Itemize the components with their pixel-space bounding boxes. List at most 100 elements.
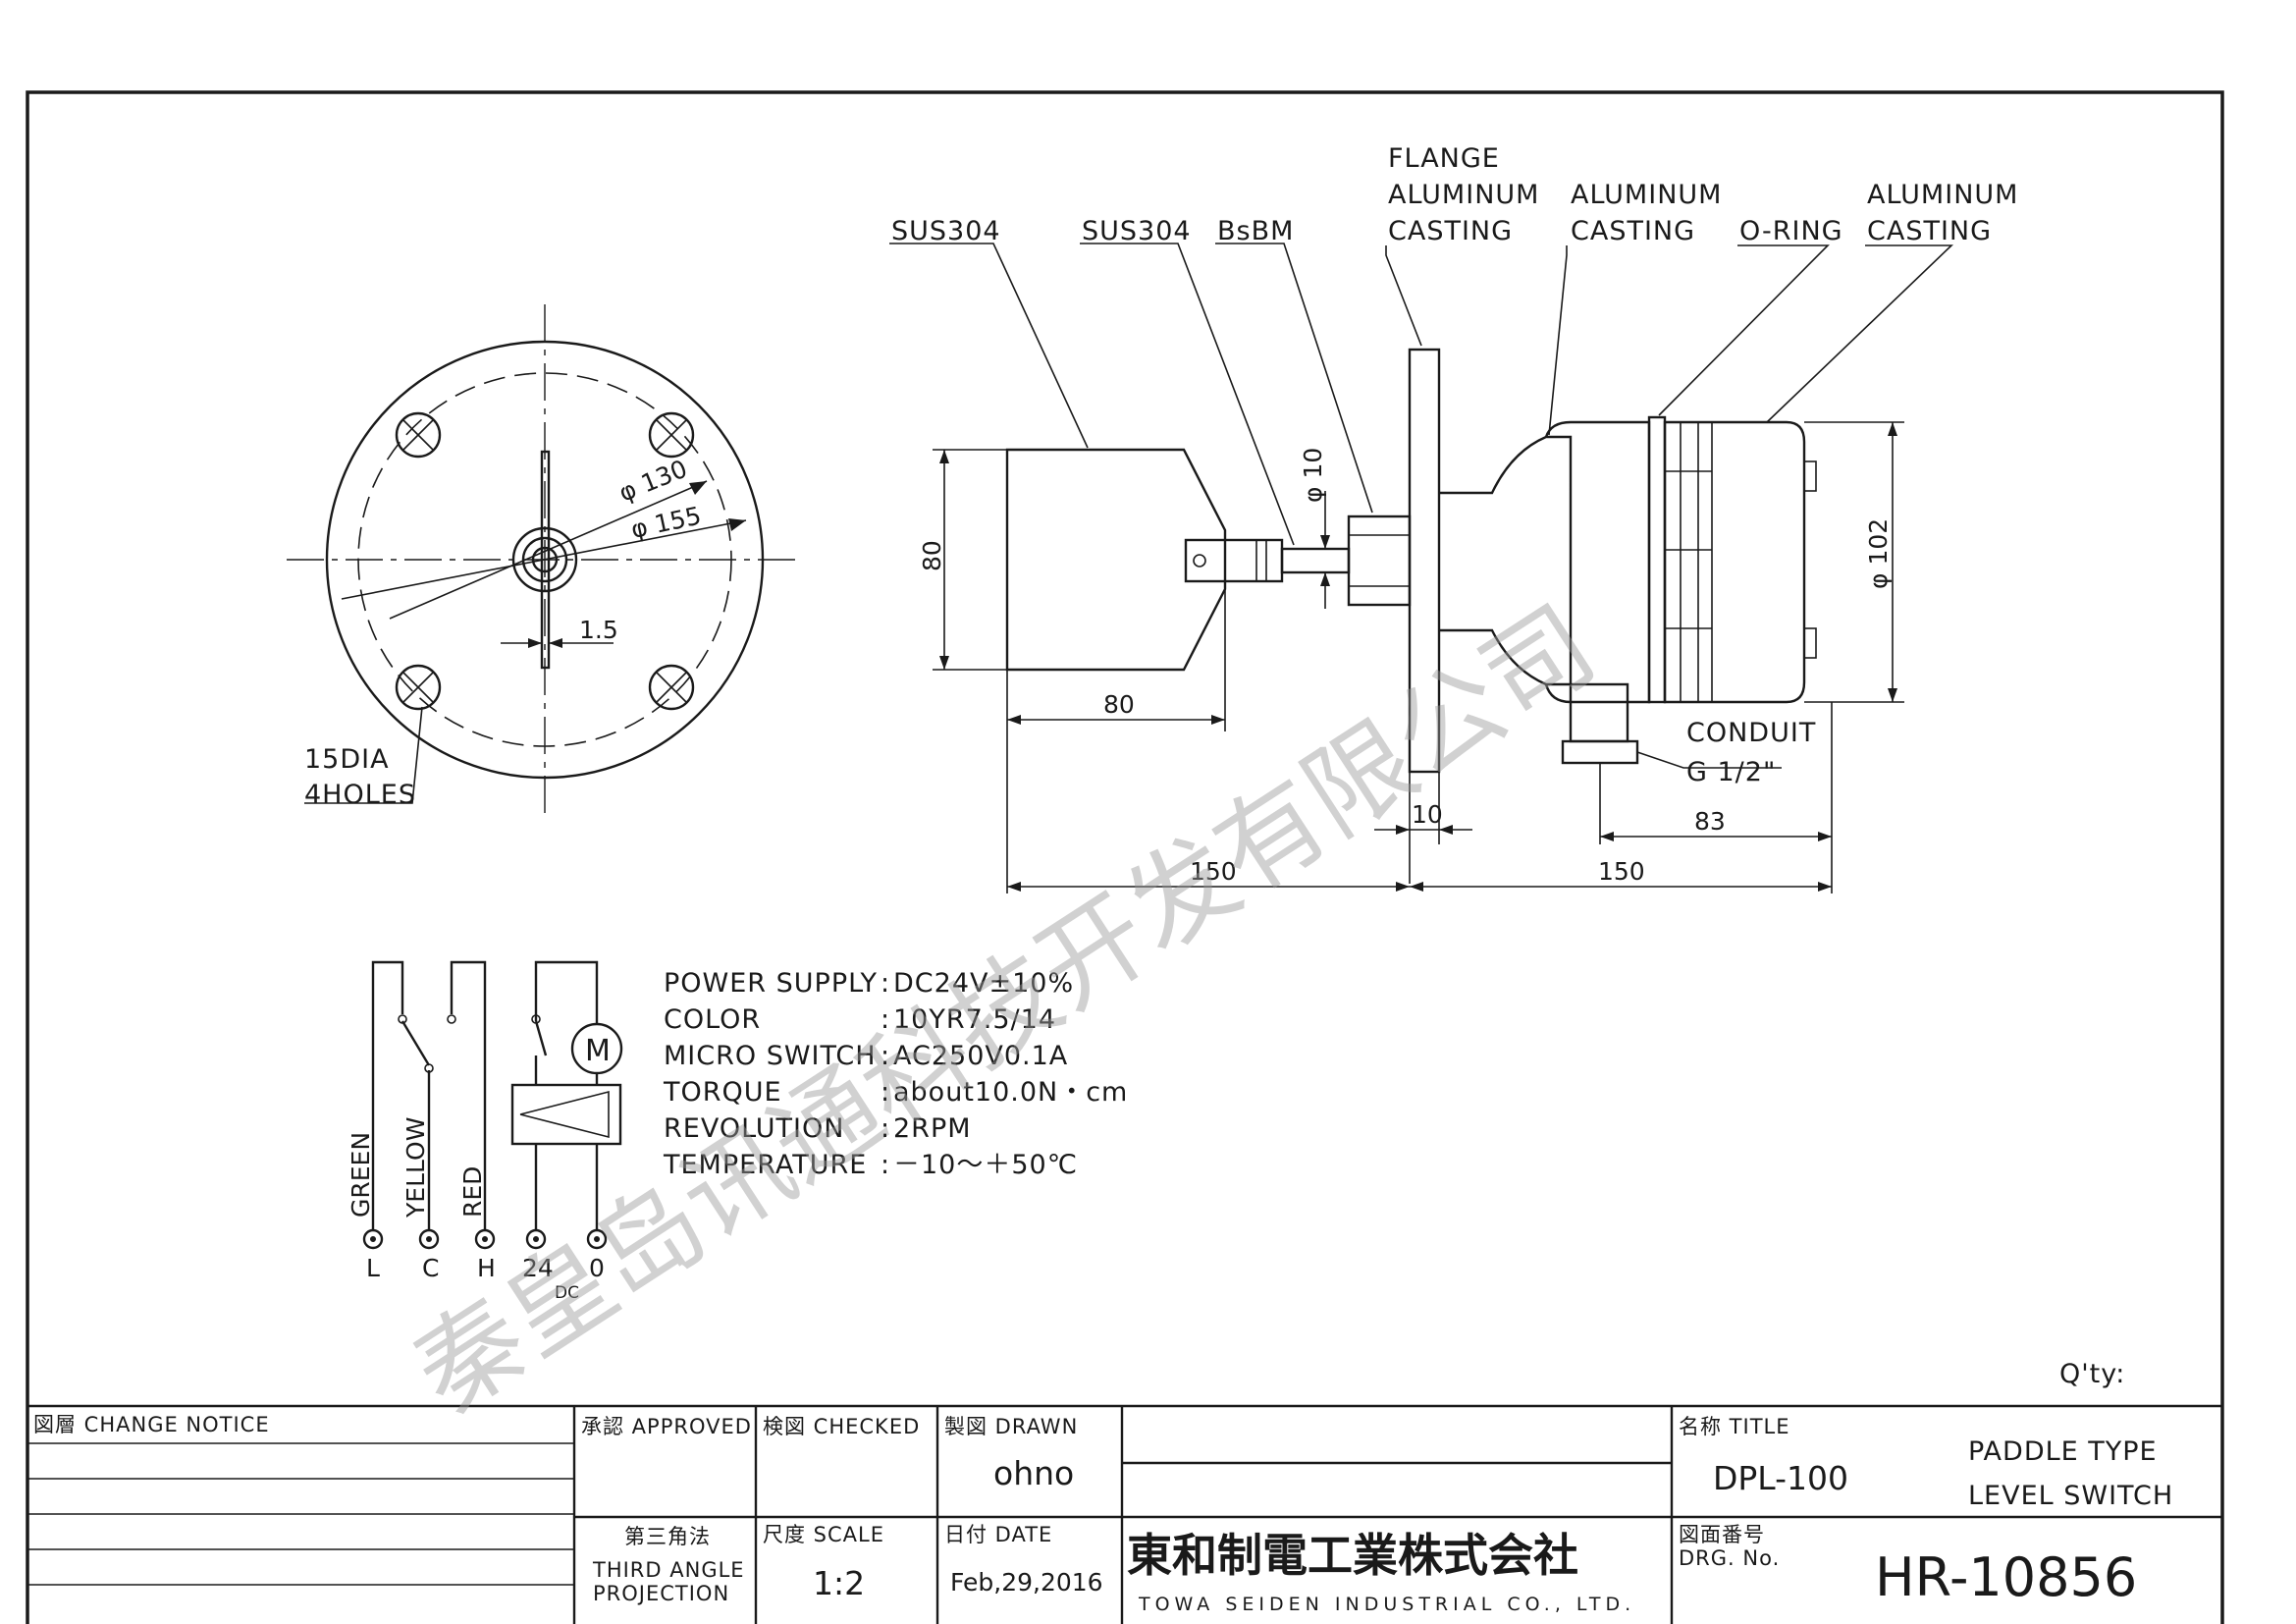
label-body-casting: CASTING <box>1571 216 1695 246</box>
spec-key: COLOR <box>664 1004 761 1035</box>
terminal-0-label: 0 <box>589 1254 605 1282</box>
spec-separator: : <box>881 1077 890 1108</box>
approved-header: 承認 APPROVED <box>581 1415 752 1438</box>
bolt-hole <box>395 411 442 459</box>
drawn-header: 製図 DRAWN <box>944 1415 1078 1438</box>
body-neck <box>1439 435 1573 686</box>
dc-label: DC <box>555 1283 579 1303</box>
projection-jp: 第三角法 <box>624 1525 711 1548</box>
dim-d130: φ 130 <box>614 455 691 508</box>
drawn-by: ohno <box>993 1454 1074 1492</box>
spec-key: MICRO SWITCH <box>664 1041 877 1071</box>
date-header: 日付 DATE <box>944 1523 1052 1546</box>
shaft <box>1280 547 1351 574</box>
projection-line-1: THIRD ANGLE <box>592 1558 745 1582</box>
label-flange-material: ALUMINUM <box>1388 180 1539 210</box>
drg-header-jp: 図面番号 <box>1679 1523 1765 1546</box>
scale-header: 尺度 SCALE <box>763 1523 884 1546</box>
terminal-l-label: L <box>366 1254 380 1282</box>
dim-paddle-width: 80 <box>1103 690 1135 719</box>
drawing-border <box>26 90 2224 1624</box>
title-header: 名称 TITLE <box>1679 1415 1790 1438</box>
watermark: 秦皇岛讯通科技开发有限公司 <box>394 583 1617 1437</box>
terminal <box>474 1228 496 1250</box>
title-line-2: LEVEL SWITCH <box>1968 1481 2173 1511</box>
drawing-number: HR-10856 <box>1875 1546 2137 1608</box>
label-sus304-paddle: SUS304 <box>891 216 1001 246</box>
date-value: Feb,29,2016 <box>950 1568 1103 1597</box>
bolt-hole <box>648 411 695 459</box>
conduit-nut <box>1561 739 1639 765</box>
title-line-1: PADDLE TYPE <box>1968 1436 2158 1467</box>
checked-header: 検図 CHECKED <box>763 1415 920 1438</box>
holes-count-label: 4HOLES <box>304 780 416 810</box>
front-view: φ 130 φ 155 1.5 15DIA 4HOLES <box>287 304 803 815</box>
spec-key: REVOLUTION <box>664 1113 844 1144</box>
flange-plate <box>1408 348 1441 774</box>
change-notice-header: 図層 CHANGE NOTICE <box>33 1413 270 1436</box>
bolt-hole <box>648 664 695 711</box>
label-o-ring: O-RING <box>1739 216 1843 246</box>
bolt-hole <box>395 664 442 711</box>
spec-value: DC24V±10% <box>893 968 1074 999</box>
model-number: DPL-100 <box>1713 1459 1848 1497</box>
label-flange: FLANGE <box>1388 143 1500 174</box>
spec-value: about10.0N・cm <box>893 1077 1128 1108</box>
spec-key: TORQUE <box>663 1077 782 1108</box>
dim-housing-length: 150 <box>1598 857 1645 886</box>
label-flange-casting: CASTING <box>1388 216 1513 246</box>
o-ring <box>1647 415 1667 704</box>
scale-value: 1:2 <box>813 1564 865 1602</box>
dim-conduit-offset: 83 <box>1694 807 1726 836</box>
spec-separator: : <box>881 1041 890 1071</box>
cover-casting <box>1663 420 1806 704</box>
quantity-label: Q'ty: <box>2059 1359 2125 1389</box>
holes-dia-label: 15DIA <box>304 744 390 775</box>
wire-red-label: RED <box>458 1166 487 1218</box>
spec-value: －10～＋50℃ <box>893 1150 1078 1180</box>
spec-value: 2RPM <box>893 1113 972 1144</box>
conduit-label: CONDUIT <box>1686 718 1816 748</box>
label-cover-material: ALUMINUM <box>1867 180 2018 210</box>
drg-header: DRG. No. <box>1679 1546 1780 1570</box>
terminal <box>418 1228 440 1250</box>
spec-value: 10YR7.5/14 <box>893 1004 1056 1035</box>
label-sus304-shaft: SUS304 <box>1082 216 1192 246</box>
company-name-jp: 東和制電工業株式会社 <box>1127 1529 1578 1582</box>
side-view: CONDUIT G 1/2" SUS304 SUS304 BsBM FLANGE… <box>889 143 2018 893</box>
terminal <box>586 1228 608 1250</box>
spec-value: AC250V0.1A <box>893 1041 1068 1071</box>
wiring-diagram: M GREEN YELLOW RED L C H 24 0 DC <box>347 960 623 1303</box>
dim-cover-dia: φ 102 <box>1864 518 1893 589</box>
shaft-coupling <box>1184 538 1284 583</box>
terminal-h-label: H <box>477 1254 496 1282</box>
title-block: 図層 CHANGE NOTICE 承認 APPROVED 検図 CHECKED … <box>27 1404 2222 1624</box>
dim-paddle-height: 80 <box>918 540 946 571</box>
terminal-24-label: 24 <box>522 1254 554 1282</box>
dim-paddle-length: 150 <box>1190 857 1237 886</box>
dim-d155: φ 155 <box>628 502 704 544</box>
conduit-size-label: G 1/2" <box>1686 757 1776 787</box>
terminal-c-label: C <box>422 1254 439 1282</box>
spec-separator: : <box>881 1004 890 1035</box>
spec-table: POWER SUPPLY DC24V±10% COLOR 10YR7.5/14 … <box>663 968 1128 1180</box>
company-name-en: TOWA SEIDEN INDUSTRIAL CO., LTD. <box>1138 1594 1635 1615</box>
paddle <box>1005 448 1227 672</box>
spec-separator: : <box>881 968 890 999</box>
dim-flange-thickness: 10 <box>1412 800 1443 829</box>
label-bsbm: BsBM <box>1217 216 1294 246</box>
solenoid <box>510 1083 622 1146</box>
label-cover-casting: CASTING <box>1867 216 1992 246</box>
dim-paddle-thickness: 1.5 <box>579 616 618 644</box>
flange-outline <box>325 340 765 780</box>
wire-green-label: GREEN <box>347 1132 375 1218</box>
terminal <box>525 1228 547 1250</box>
wire-yellow-label: YELLOW <box>401 1117 430 1218</box>
dim-shaft-dia: φ 10 <box>1299 448 1327 503</box>
spec-key: TEMPERATURE <box>663 1150 867 1180</box>
label-body-material: ALUMINUM <box>1571 180 1722 210</box>
bolt-circle <box>357 372 732 747</box>
motor-label: M <box>585 1034 611 1068</box>
shaft-boss <box>511 526 578 593</box>
